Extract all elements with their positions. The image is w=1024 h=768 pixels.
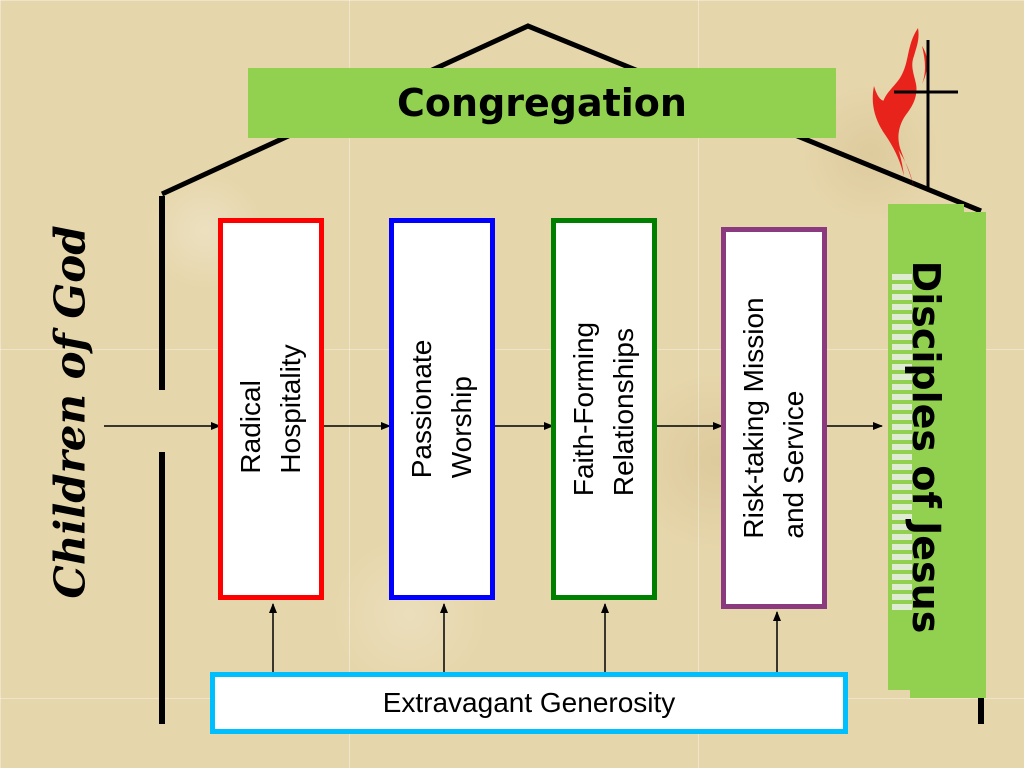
column-label: Radical Hospitality <box>235 344 306 474</box>
column-passionate-worship: Passionate Worship <box>389 218 495 600</box>
column-risk-taking-mission: Risk-taking Mission and Service <box>721 227 827 609</box>
column-faith-forming-relationships: Faith-Forming Relationships <box>551 218 657 600</box>
column-label: Faith-Forming Relationships <box>568 321 639 497</box>
cross-and-flame-icon <box>872 28 958 188</box>
disciples-of-jesus-panel: Disciples of Jesus <box>888 204 964 690</box>
children-of-god-label: Children of God <box>45 225 95 599</box>
generosity-label: Extravagant Generosity <box>382 687 676 718</box>
column-label: Risk-taking Mission and Service <box>738 297 809 539</box>
roof-line <box>160 23 982 214</box>
column-radical-hospitality: Radical Hospitality <box>218 218 324 600</box>
extravagant-generosity-box: Extravagant Generosity <box>210 672 848 734</box>
disciples-label: Disciples of Jesus <box>904 260 948 634</box>
congregation-banner: Congregation <box>248 68 836 138</box>
congregation-title: Congregation <box>397 81 687 125</box>
column-label: Passionate Worship <box>406 339 477 479</box>
mirrored-text-artifact <box>892 274 912 614</box>
